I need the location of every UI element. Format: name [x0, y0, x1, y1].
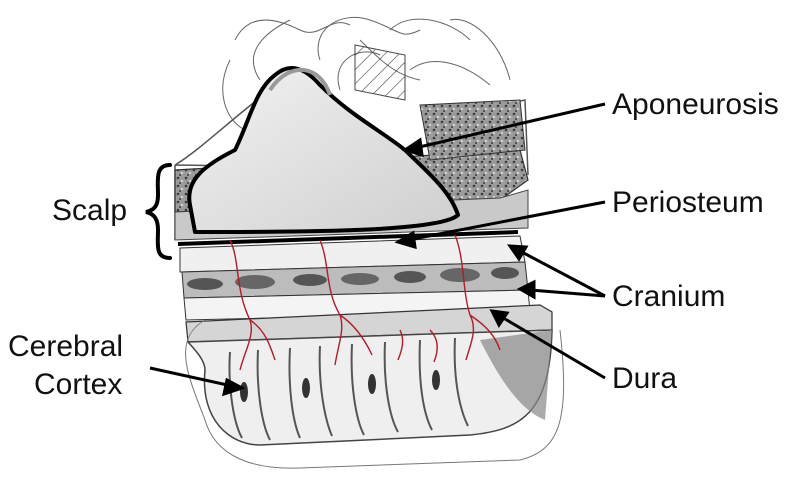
- label-aponeurosis: Aponeurosis: [612, 88, 779, 122]
- label-periosteum: Periosteum: [612, 186, 764, 220]
- label-cortex: Cortex: [34, 368, 122, 402]
- hair-root-block: [355, 45, 405, 100]
- label-scalp: Scalp: [52, 194, 127, 228]
- label-cerebral: Cerebral: [8, 330, 123, 364]
- label-cranium: Cranium: [612, 280, 725, 314]
- label-dura: Dura: [612, 362, 677, 396]
- scalp-brace: [146, 165, 170, 258]
